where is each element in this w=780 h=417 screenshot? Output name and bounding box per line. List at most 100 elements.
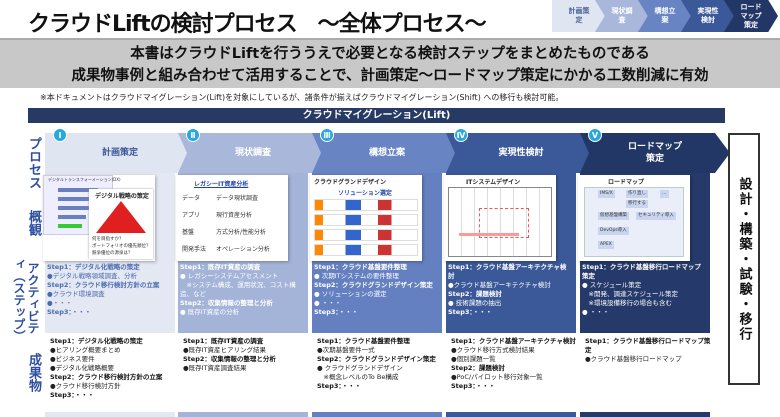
deliverable-item: ●ビジネス要件 bbox=[50, 355, 95, 363]
phase-name: 計画策定 bbox=[101, 148, 138, 158]
activity-item: ※システム構成、運用状況、コスト構造、など bbox=[180, 281, 296, 298]
breadcrumb-step-shape: 計画策定 bbox=[552, 0, 606, 32]
question-item: 何を目指すか？ bbox=[92, 237, 124, 242]
row-label-activity: アクティビティ（ステップ） bbox=[12, 258, 40, 342]
deliverable-item: ●既存IT資産調査結果 bbox=[183, 364, 247, 372]
activity-item: ● 既存IT資産の分析 bbox=[180, 308, 240, 316]
image-title: クラウドグランドデザイン bbox=[314, 179, 387, 186]
activity-item: ● ソリューションの選定 bbox=[314, 290, 387, 298]
phase-name: 構想立案 bbox=[368, 148, 405, 158]
activity-item: ● スケジュール策定 bbox=[582, 281, 642, 289]
image-title: デジタル戦略の策定 bbox=[95, 193, 149, 200]
summary-line-1: 本書はクラウドLiftを行ううえで必要となる検討ステップをまとめたものである bbox=[130, 46, 650, 62]
image-title: ロードマップ bbox=[608, 179, 645, 186]
activity-step: Step3：・・・ bbox=[47, 308, 92, 316]
deliverables-list: Step1：クラウド基盤移行ロードマップ策定●クラウド基盤移行ロードマップ bbox=[585, 337, 711, 364]
activity-step: Step1：クラウド基盤要件整理 bbox=[314, 263, 407, 271]
image-row-value: 方式分析/性能分析 bbox=[216, 229, 267, 236]
deliverable-step: Step2：収集情報の整理と分析 bbox=[183, 355, 276, 363]
activity-step: Step3：・・・ bbox=[448, 308, 493, 316]
next-phase-box: 設計・構築・試験・移行 bbox=[728, 133, 760, 385]
image-title: ITシステムデザイン bbox=[466, 179, 521, 186]
deliverables-list: Step1：デジタル化戦略の策定●ヒアリング概要まとめ●ビジネス要件●デジタル化… bbox=[50, 337, 176, 400]
activity-step: Step2：収集情報の整理と分析 bbox=[180, 299, 273, 307]
panel-strip bbox=[446, 412, 576, 417]
overview-image: ITシステムデザイン bbox=[444, 175, 556, 261]
deliverables-list: Step1：クラウド基盤アーキテクチャ検討●クラウド移行方式検討結果●個別課題一… bbox=[451, 337, 577, 391]
activity-item: ● ・・・ bbox=[314, 299, 342, 307]
panel-strip bbox=[580, 412, 710, 417]
phase-header: 構想立案 bbox=[312, 133, 462, 173]
activity-item: ※環境設備移行の場合も含む bbox=[582, 299, 672, 307]
image-subtitle: ソリューション選定 bbox=[338, 190, 392, 197]
deliverable-step: Step1：クラウド基盤要件整理 bbox=[317, 337, 410, 345]
row-label-process: プロセス bbox=[26, 137, 41, 189]
deliverable-step: Step1：クラウド基盤移行ロードマップ策定 bbox=[585, 337, 711, 354]
phase-breadcrumb: 計画策定現状調査構想立案実現性検討ロードマップ策定 bbox=[552, 0, 780, 32]
page-title: クラウドLiftの検討プロセス ～全体プロセス～ bbox=[28, 12, 487, 37]
deliverable-item: ●既存IT資産ヒアリング結果 bbox=[183, 346, 267, 354]
phase-name: ロードマップ策定 bbox=[627, 142, 682, 164]
phase-panel: クラウドグランドデザイン ソリューション選定 Step1：クラウド基盤要件整理●… bbox=[310, 173, 442, 333]
activity-list: Step1：クラウド基盤移行ロードマップ策定● スケジュール策定 ※開発、調達ス… bbox=[582, 263, 706, 317]
image-row-label: アプリ bbox=[182, 212, 201, 219]
activity-step: Step1：既存IT資産の調査 bbox=[180, 263, 261, 271]
deliverable-item: ●次期基盤要件一式 bbox=[317, 346, 375, 354]
panel-strip bbox=[178, 412, 308, 417]
activity-step: Step1：クラウド基盤移行ロードマップ策定 bbox=[582, 263, 701, 280]
overview-image: クラウドグランドデザイン ソリューション選定 bbox=[310, 175, 422, 261]
panel-strip bbox=[45, 412, 175, 417]
panel-strip bbox=[312, 412, 442, 417]
overview-image: デジタルトランスフォーメーション(DX) デジタル戦略の策定 何を目指すか？ポー… bbox=[43, 175, 155, 261]
image-row-label: データ bbox=[182, 195, 201, 202]
activity-item: ※開発、調達スケジュール策定 bbox=[582, 290, 679, 298]
activity-step: Step2：クラウド移行検討方針の立案 bbox=[47, 281, 160, 289]
deliverable-item: ●デジタル化戦略概要 bbox=[50, 364, 115, 372]
image-row-label: 開発手法 bbox=[182, 246, 207, 253]
activity-step: Step1：デジタル化戦略の策定 bbox=[47, 263, 140, 271]
pyramid-graphic bbox=[96, 201, 146, 233]
lift-bar: クラウドマイグレーション(Lift) bbox=[28, 108, 725, 123]
deliverable-item: ●ヒアリング概要まとめ bbox=[50, 346, 121, 354]
deliverable-item: ● クラウドグランドデザイン bbox=[317, 364, 403, 372]
breadcrumb-step: 構想立案 bbox=[654, 7, 676, 24]
phase-number-badge: Ⅱ bbox=[186, 128, 200, 142]
phase-panel: デジタルトランスフォーメーション(DX) デジタル戦略の策定 何を目指すか？ポー… bbox=[43, 173, 175, 333]
phase-number-badge: Ⅰ bbox=[53, 128, 67, 142]
deliverable-step: Step3：・・・ bbox=[317, 382, 362, 390]
question-item: ポートフォリオの優先順位？ bbox=[92, 244, 151, 249]
activity-item: ●クラウド基盤アーキテクチャ検討 bbox=[448, 281, 551, 289]
phase-name: 実現性検討 bbox=[498, 148, 544, 158]
roadmap-item: APEX bbox=[598, 241, 614, 249]
roadmap-item: 移行する bbox=[626, 200, 648, 208]
activity-item: ●デジタル戦略領域調査、分析 bbox=[47, 272, 138, 280]
activity-step: Step2：課題検討 bbox=[448, 290, 502, 298]
deliverable-item: ●個別課題一覧 bbox=[451, 355, 496, 363]
image-row-value: 現行資産分析 bbox=[216, 212, 253, 219]
summary-line-2: 成果物事例と組み合わせて活用することで、計画策定～ロードマップ策定にかかる工数削… bbox=[71, 68, 709, 84]
phase-header: 現状調査 bbox=[178, 133, 328, 173]
activity-step: Step3：・・・ bbox=[314, 308, 359, 316]
roadmap-item: セキュリティ導入 bbox=[636, 212, 676, 220]
phase-header: 計画策定 bbox=[45, 133, 195, 173]
overview-image: レガシーIT資産分析 データデータ現状調査アプリ現行資産分析基盤方式分析/性能分… bbox=[176, 175, 288, 261]
deliverable-step: Step1：デジタル化戦略の策定 bbox=[50, 337, 143, 345]
roadmap-item: … bbox=[660, 190, 669, 198]
roadmap-item: 作り直し bbox=[626, 190, 648, 198]
deliverable-step: Step3：・・・ bbox=[50, 391, 95, 399]
phase-name: 現状調査 bbox=[234, 148, 271, 158]
phase-number-badge: Ⅲ bbox=[320, 128, 334, 142]
image-row-label: 基盤 bbox=[182, 229, 195, 236]
deliverable-step: Step2：クラウドグランドデザイン策定 bbox=[317, 355, 436, 363]
deliverable-step: Step1：既存IT資産の調査 bbox=[183, 337, 264, 345]
question-item: 競争優位の源泉は？ bbox=[92, 251, 133, 256]
breadcrumb-step: 計画策定 bbox=[568, 7, 590, 24]
deliverable-item: ●PoC/パイロット移行対象一覧 bbox=[451, 373, 543, 381]
deliverable-item: ●クラウド移行方式検討結果 bbox=[451, 346, 535, 354]
deliverable-step: Step2：課題検討 bbox=[451, 364, 505, 372]
